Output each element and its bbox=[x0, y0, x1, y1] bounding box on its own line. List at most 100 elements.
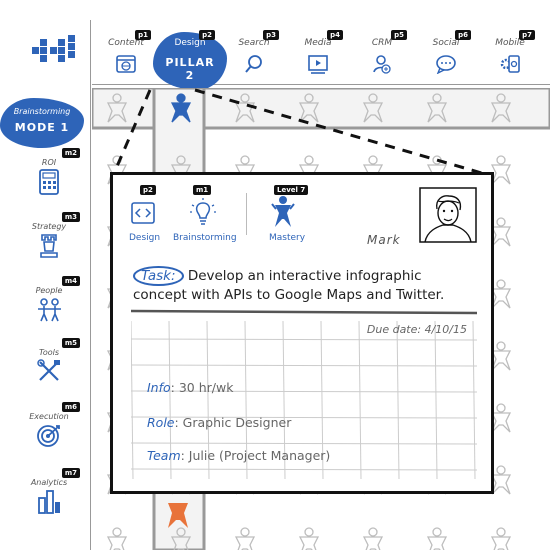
mobile-gear-icon bbox=[500, 55, 520, 73]
persona-figure-icon[interactable] bbox=[362, 527, 384, 550]
chat-bubble-icon bbox=[436, 55, 456, 74]
persona-figure-icon[interactable] bbox=[490, 93, 512, 123]
task-text: Task: Develop an interactive infographic… bbox=[133, 266, 477, 305]
mode-label: ROI bbox=[41, 158, 57, 167]
team-row: Team: Julie (Project Manager) bbox=[147, 448, 330, 463]
sketch-grid bbox=[131, 309, 477, 479]
mode-label: Analytics bbox=[30, 478, 68, 487]
target-icon bbox=[37, 425, 60, 447]
user-plus-icon bbox=[373, 55, 391, 74]
team-value: : Julie (Project Manager) bbox=[180, 448, 331, 463]
header-divider bbox=[92, 84, 550, 85]
pillar-highlight bbox=[153, 32, 227, 90]
pillar-label: Design bbox=[174, 38, 206, 48]
mode-tag: m3 bbox=[61, 212, 80, 222]
pillar-tag: p2 bbox=[199, 30, 215, 40]
pillar-tag: p6 bbox=[455, 30, 471, 40]
lightbulb-icon bbox=[190, 198, 216, 225]
mode-tag: m4 bbox=[61, 276, 80, 286]
info-value: : 30 hr/wk bbox=[170, 380, 234, 395]
chess-rook-icon bbox=[40, 234, 58, 258]
design-caption: Design bbox=[129, 233, 161, 243]
persona-figure-icon[interactable] bbox=[106, 527, 128, 550]
info-row: Info: 30 hr/wk bbox=[147, 380, 233, 395]
mode-label: People bbox=[35, 286, 63, 295]
browser-globe-icon bbox=[116, 55, 136, 73]
tools-icon bbox=[37, 359, 60, 381]
pillar-tag: p5 bbox=[391, 30, 407, 40]
mode-tag: m6 bbox=[61, 402, 80, 412]
persona-figure-icon[interactable] bbox=[490, 155, 512, 185]
mode-label: MODE 1 bbox=[14, 121, 70, 134]
team-label: Team bbox=[147, 448, 181, 463]
mastery-figure-icon bbox=[271, 196, 295, 227]
bar-chart-icon bbox=[38, 490, 60, 514]
magnifier-icon bbox=[245, 55, 262, 73]
pillar-tag: p7 bbox=[519, 30, 535, 40]
pillar-label: Social bbox=[432, 38, 460, 48]
mastery-caption: Mastery bbox=[269, 233, 306, 243]
info-label: Info bbox=[147, 380, 171, 395]
pillar-tag: p1 bbox=[135, 30, 151, 40]
persona-figure-icon[interactable] bbox=[170, 93, 192, 123]
sidebar-divider bbox=[90, 20, 91, 550]
pillar-label: Media bbox=[304, 38, 332, 48]
persona-figure-icon[interactable] bbox=[490, 403, 512, 433]
brainstorm-tag: m1 bbox=[193, 185, 212, 195]
persona-figure-icon[interactable] bbox=[490, 465, 512, 495]
pillar-active-label: PILLAR 2 bbox=[165, 56, 215, 82]
pillar-label: Mobile bbox=[495, 38, 525, 48]
mode-tag: m7 bbox=[61, 468, 80, 478]
mode-brainstorming-button[interactable]: Brainstorming MODE 1 bbox=[0, 98, 84, 148]
persona-avatar bbox=[419, 187, 477, 243]
persona-figure-icon[interactable] bbox=[234, 527, 256, 550]
persona-detail-card: p2 m1 Level 7 Design Brainstorming Maste… bbox=[110, 172, 494, 494]
persona-figure-icon[interactable] bbox=[490, 341, 512, 371]
role-row: Role: Graphic Designer bbox=[147, 415, 291, 430]
persona-figure-icon[interactable] bbox=[490, 217, 512, 247]
task-label: Task: bbox=[133, 266, 184, 286]
code-icon bbox=[131, 202, 155, 224]
persona-figure-icon[interactable] bbox=[298, 527, 320, 550]
pillar-label: Search bbox=[238, 38, 270, 48]
mode-label: Tools bbox=[38, 348, 60, 357]
persona-figure-icon[interactable] bbox=[426, 527, 448, 550]
calculator-icon bbox=[39, 169, 59, 195]
pillar-label: CRM bbox=[371, 38, 393, 48]
mode-title: Brainstorming bbox=[13, 107, 71, 116]
design-tag: p2 bbox=[140, 185, 156, 195]
due-date: Due date: 4/10/15 bbox=[366, 323, 467, 336]
pillar-label: Content bbox=[108, 38, 144, 48]
logo-icon bbox=[32, 35, 75, 62]
mode-tag: m5 bbox=[61, 338, 80, 348]
persona-figure-icon[interactable] bbox=[170, 527, 192, 550]
pillar-tag: p4 bbox=[327, 30, 343, 40]
highlighted-figure-icon bbox=[168, 503, 188, 528]
role-value: : Graphic Designer bbox=[174, 415, 292, 430]
persona-figure-icon[interactable] bbox=[490, 279, 512, 309]
persona-name: Mark bbox=[367, 233, 401, 247]
persona-figure-icon[interactable] bbox=[490, 527, 512, 550]
play-screen-icon bbox=[308, 55, 328, 74]
card-separator bbox=[246, 193, 247, 235]
mode-label: Execution bbox=[29, 412, 69, 421]
pillar-tag: p3 bbox=[263, 30, 279, 40]
role-label: Role bbox=[147, 415, 175, 430]
people-icon bbox=[38, 298, 61, 322]
task-description: Develop an interactive infographic conce… bbox=[133, 268, 445, 303]
brainstorm-caption: Brainstorming bbox=[173, 233, 237, 243]
mastery-tag: Level 7 bbox=[274, 185, 309, 195]
